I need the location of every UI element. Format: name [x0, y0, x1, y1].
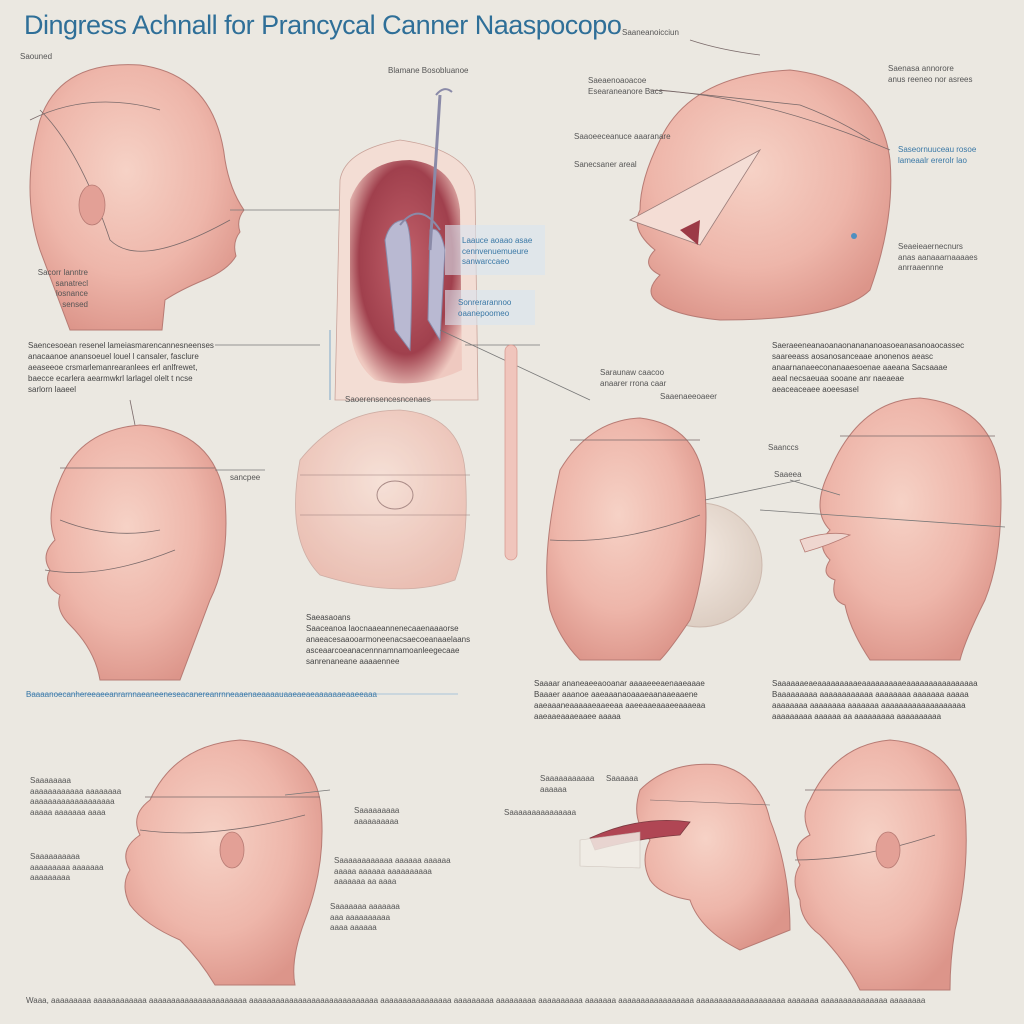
head-cutaway-middle-center [295, 344, 518, 590]
head-profile-top-left [29, 64, 340, 331]
label-center-bottom: Saoerensencesncenaes [345, 395, 431, 404]
label-bottom-right-2: Saaaaaa [606, 774, 639, 783]
caption-top-left: Saencesoean resenel lameiasmarencannesne… [28, 341, 214, 394]
label-top-right-3: Sanecsaner areal [574, 160, 637, 169]
blue-rule-text: Baaaanoecanhereeaeeanrarnnaeaneeneseacan… [26, 690, 377, 699]
head-profile-bottom-left [124, 739, 331, 986]
label-bottom-left-1: Saaaaaaaa aaaaaaaaaaaa aaaaaaaa aaaaaaaa… [30, 776, 122, 817]
head-profile-middle-right [759, 397, 1006, 661]
label-top-left-side: Sacorr lanntre sanatrecl losnance sensed [37, 268, 88, 309]
footer-note: Waaa, aaaaaaaaa aaaaaaaaaaaa aaaaaaaaaaa… [26, 996, 926, 1005]
label-middle-right-1: Saanccs [768, 443, 799, 452]
hand-with-scope-bottom-right [579, 763, 791, 951]
label-top-right-blue: Saseornuuceau rosoe lameaalr ererolr lao [898, 145, 977, 165]
caption-center: Saeasaoans Saaceanoa laocnaaeannenecaaen… [306, 613, 471, 666]
head-profile-bottom-right [794, 739, 967, 991]
label-center-box-1: Laauce aoaao asae cennvenuemueure sanwar… [462, 236, 533, 266]
label-top-right-1: Saeaenoaoacoe Esearaneanore Bacs [588, 76, 663, 96]
caption-right: Saaaaaaeaeaaaaaaaaaeaaaaaaaaaeaaaaaaaaaa… [772, 679, 978, 721]
head-profile-middle-left [44, 399, 265, 681]
head-with-disc-middle-right [546, 417, 801, 661]
caption-middle-right: Saaaar ananeaeeaooanar aaaaeeeaenaaeaaae… [534, 679, 706, 721]
label-bottom-right-3: Saaaaaaaaaaaaaaa [504, 808, 577, 817]
label-center-top: Blamane Bosobluanoe [388, 66, 469, 75]
label-top-right-top: Saaneanoicciun [622, 28, 679, 37]
label-bottom-left-3: Saaaaaaaaa aaaaaaaaaa [354, 806, 400, 826]
label-bottom-center-2: Saaaaaaa aaaaaaa aaa aaaaaaaaaa aaaa aaa… [330, 902, 400, 932]
label-middle-left: sancpee [230, 473, 261, 482]
throat-cutaway-center [215, 88, 591, 401]
label-bottom-left-2: Saaaaaaaaaa aaaaaaaaa aaaaaaa aaaaaaaaa [30, 852, 104, 882]
label-top-right-side: Saenasa annorore anus reeneo nor asrees [888, 64, 973, 84]
label-bottom-center-1: Saaaaaaaaaaaa aaaaaa aaaaaa aaaaa aaaaaa… [334, 856, 451, 886]
label-top-right-4: Seaeieaernecnurs anas aanaaarnaaaaes anr… [898, 242, 978, 272]
label-middle-right-2: Saaeea [774, 470, 802, 479]
head-profile-top-right [629, 39, 892, 321]
label-center-box-2: Sonrerarannoo oaanepoomeo [458, 298, 512, 318]
label-middle-center-2: Saaenaeeoaeer [660, 392, 717, 401]
label-top-right-2: Saaoeeceanuce aaaranare [574, 132, 671, 141]
label-middle-center: Saraunaw caacoo anaarer rrona caar [600, 368, 667, 388]
label-top-left: Saouned [20, 52, 53, 61]
label-bottom-right-1: Saaaaaaaaaaa aaaaaa [540, 774, 595, 794]
caption-top-right: Saeraeeneanaoanaonanananoasoeanasanoaoca… [772, 341, 965, 394]
page-title: Dingress Achnall for Prancycal Canner Na… [24, 10, 622, 40]
